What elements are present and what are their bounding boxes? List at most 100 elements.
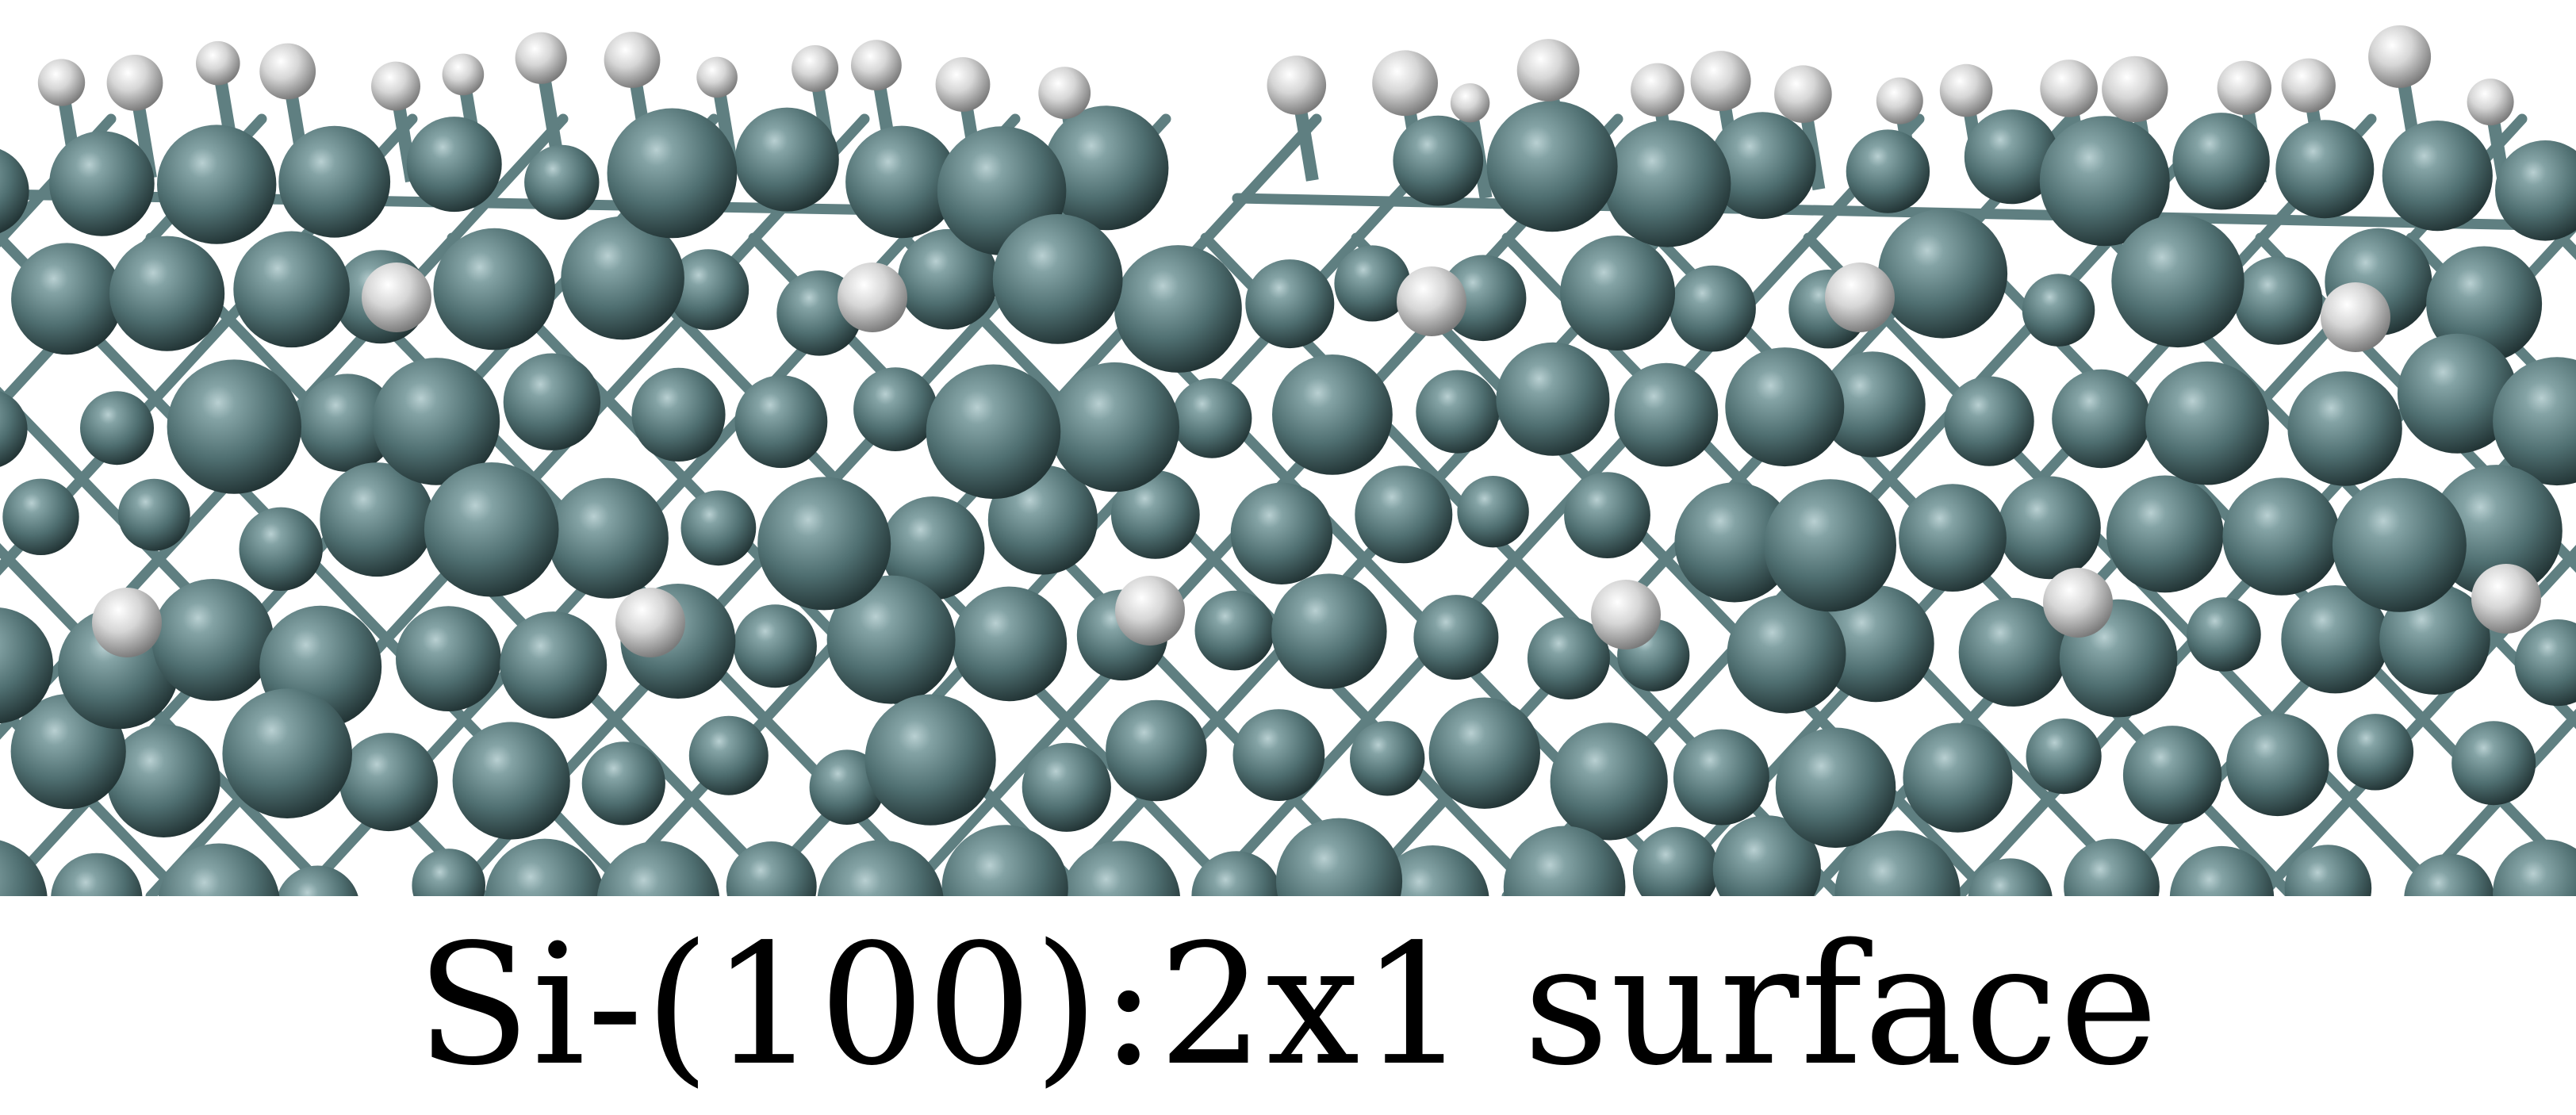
silicon-atom: [2397, 333, 2517, 454]
silicon-atom: [1413, 595, 1499, 680]
silicon-atom: [1110, 470, 1200, 559]
silicon-atom: [1564, 472, 1650, 558]
silicon-atom: [2287, 371, 2402, 486]
silicon-atom: [926, 364, 1061, 500]
silicon-atom: [117, 478, 190, 551]
hydrogen-atom: [1774, 65, 1832, 123]
silicon-atom: [1708, 112, 1816, 220]
silicon-atom: [2039, 116, 2170, 247]
silicon-atom: [1428, 697, 1541, 809]
silicon-atom: [1834, 830, 1961, 896]
silicon-atom: [845, 125, 958, 239]
silicon-atom: [11, 243, 123, 355]
silicon-atom: [726, 841, 817, 896]
silicon-atom: [424, 462, 559, 597]
silicon-atom: [1899, 484, 2007, 592]
silicon-atom: [2404, 853, 2494, 896]
silicon-atom: [51, 853, 143, 896]
silicon-atom: [1060, 841, 1180, 896]
silicon-atom: [1486, 101, 1618, 232]
silicon-atom: [298, 374, 397, 472]
silicon-atom: [1878, 209, 2008, 339]
silicon-atom: [680, 490, 757, 566]
silicon-atom: [157, 125, 277, 244]
hydrogen-atom: [851, 40, 902, 91]
silicon-atom: [109, 236, 225, 351]
silicon-atom: [631, 367, 726, 462]
silicon-atom: [1245, 259, 1335, 349]
silicon-atom: [1817, 585, 1934, 703]
silicon-atom: [2379, 584, 2490, 695]
silicon-atom: [992, 214, 1123, 344]
silicon-atom: [396, 606, 501, 711]
hydrogen-atom: [2467, 79, 2514, 126]
silicon-atom: [734, 375, 828, 469]
silicon-atom: [106, 724, 220, 837]
hydrogen-atom: [838, 262, 907, 332]
silicon-atom: [2064, 838, 2160, 896]
silicon-atom: [2, 478, 79, 555]
silicon-atom: [167, 359, 301, 494]
silicon-atom: [2493, 839, 2576, 896]
silicon-atom: [1673, 729, 1769, 826]
silicon-atom: [1998, 476, 2101, 580]
hydrogen-atom: [615, 588, 685, 657]
silicon-atom: [1846, 129, 1930, 213]
silicon-atom: [1194, 590, 1275, 671]
silicon-atom: [880, 496, 985, 600]
silicon-atom: [2145, 361, 2269, 485]
hydrogen-atom: [2281, 58, 2336, 113]
silicon-atom: [524, 144, 600, 220]
silicon-atom: [233, 231, 350, 348]
hydrogen-atom: [2368, 25, 2432, 88]
silicon-atom: [1550, 722, 1668, 841]
silicon-atom: [1232, 709, 1325, 801]
bond: [0, 113, 569, 740]
silicon-atom: [1334, 245, 1411, 322]
silicon-atom: [278, 125, 391, 238]
hydrogen-atom: [2217, 60, 2271, 115]
silicon-atom: [239, 507, 323, 591]
silicon-atom: [0, 391, 28, 467]
silicon-atom: [1439, 255, 1527, 342]
hydrogen-atom: [442, 53, 485, 96]
silicon-atom: [406, 117, 502, 213]
hydrogen-atom: [2040, 59, 2098, 117]
silicon-atom: [864, 694, 996, 826]
atom-layer: [0, 25, 2576, 896]
silicon-atom: [1416, 370, 1500, 454]
hydrogen-atom: [371, 61, 420, 111]
hydrogen-atom: [1038, 67, 1091, 119]
silicon-atom: [452, 722, 570, 840]
silicon-atom: [433, 228, 555, 351]
silicon-atom: [1275, 818, 1403, 896]
silicon-atom: [1903, 722, 2013, 833]
silicon-atom: [817, 840, 944, 896]
silicon-atom: [1376, 845, 1489, 896]
bond: [1200, 113, 1925, 896]
silicon-atom: [581, 741, 665, 826]
silicon-atom: [1632, 826, 1719, 896]
hydrogen-atom: [362, 262, 431, 332]
silicon-atom: [2495, 140, 2576, 241]
bond: [899, 232, 1544, 896]
hydrogen-atom: [2102, 56, 2168, 123]
hydrogen-atom: [1876, 77, 1923, 125]
hydrogen-atom: [92, 588, 162, 657]
silicon-atom: [2275, 120, 2375, 219]
silicon-atom: [1614, 362, 1719, 467]
silicon-atom: [1503, 826, 1626, 896]
silicon-atom: [734, 107, 839, 212]
hydrogen-atom: [259, 43, 316, 100]
hydrogen-atom: [195, 40, 240, 86]
silicon-atom: [2332, 477, 2467, 612]
silicon-atom: [2172, 113, 2270, 210]
silicon-atom: [2226, 713, 2329, 817]
silicon-atom: [412, 849, 485, 896]
hydrogen-atom: [2321, 282, 2390, 352]
hydrogen-atom: [1591, 580, 1661, 649]
silicon-atom: [151, 579, 274, 701]
molecular-render: [0, 25, 2576, 896]
hydrogen-atom: [1372, 50, 1438, 117]
